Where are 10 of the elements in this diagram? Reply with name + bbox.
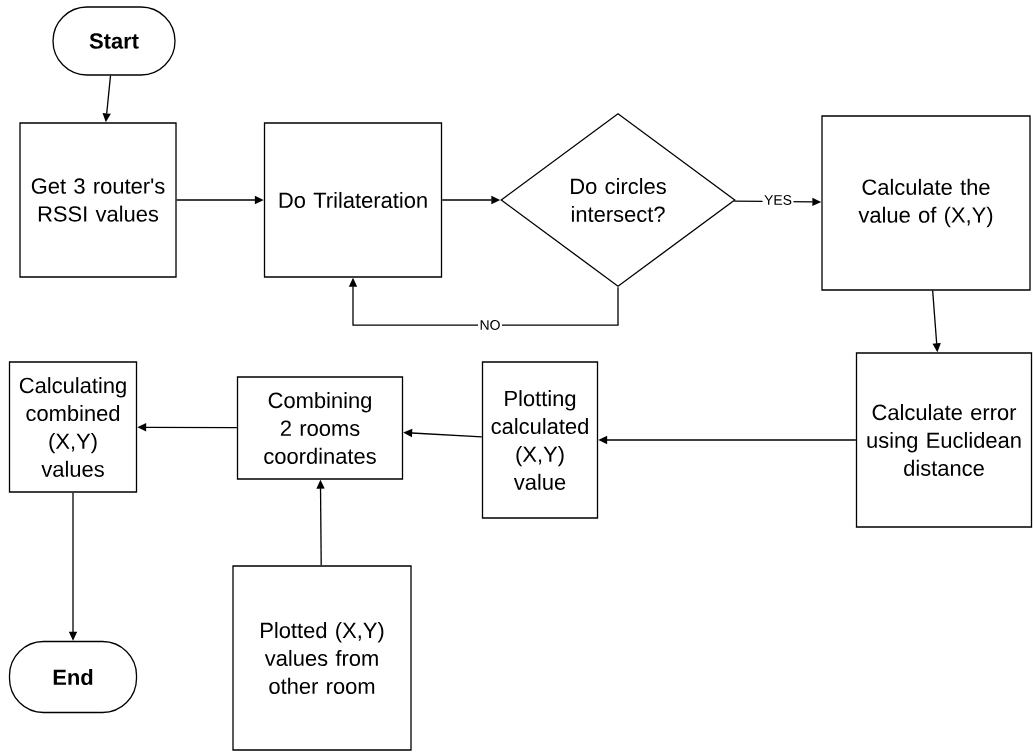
process-box: Calculate error using Euclidean distance: [855, 352, 1033, 528]
process-box: Plotted (X,Y) values from other room: [232, 565, 412, 751]
process-box: Calculate the value of (X,Y): [821, 115, 1031, 291]
process-box: Calculating combined (X,Y) values: [8, 361, 138, 493]
process-box: Get 3 router's RSSI values: [19, 122, 177, 278]
process-box: Combining 2 rooms coordinates: [236, 376, 404, 480]
process-box: Plotting calculated (X,Y) value: [481, 361, 599, 519]
process-box: Do Trilateration: [263, 122, 443, 278]
edge-label: YES: [762, 193, 794, 207]
edge-label: NO: [478, 318, 502, 332]
